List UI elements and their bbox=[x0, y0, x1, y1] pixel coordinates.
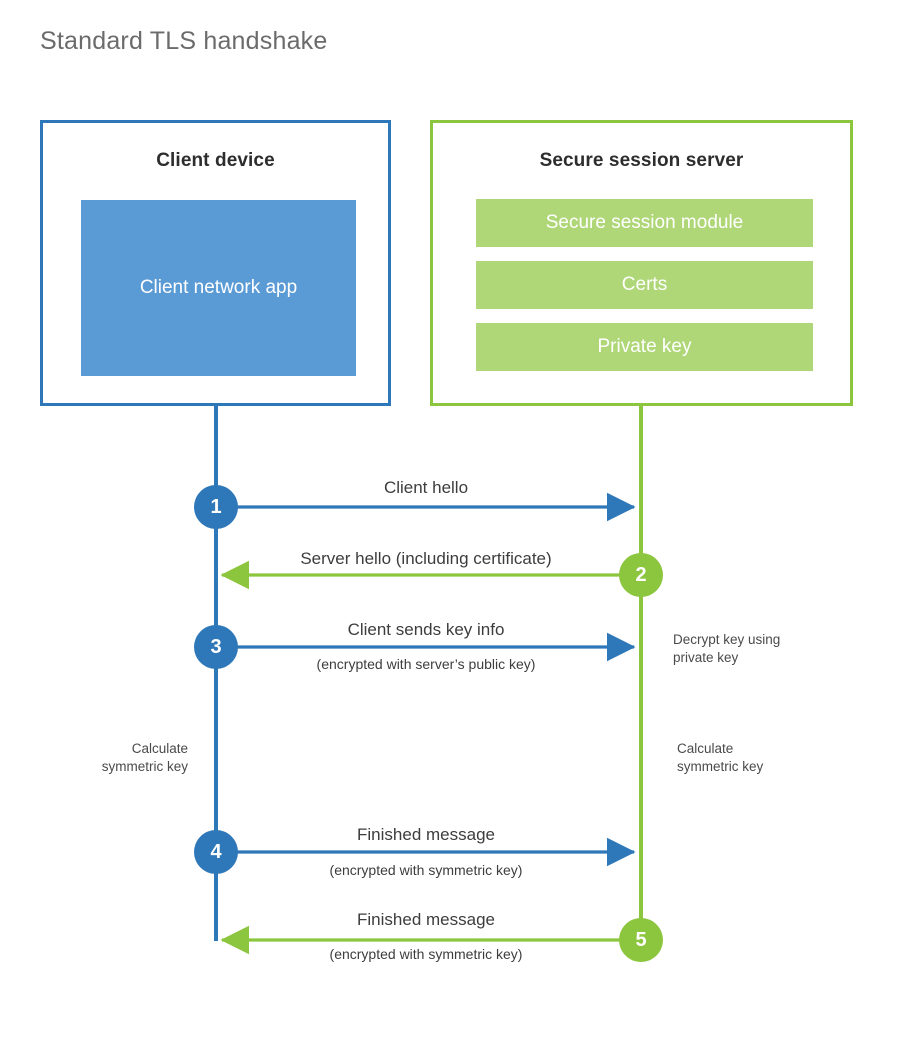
step-label-3: Client sends key info bbox=[347, 620, 505, 639]
step-label-5: Finished message bbox=[357, 910, 495, 929]
note-decrypt-key: Decrypt key using private key bbox=[673, 632, 781, 666]
note-calculate-symmetric-key-server: Calculate symmetric key bbox=[677, 741, 764, 775]
step-marker-3[interactable]: 3 bbox=[194, 625, 238, 669]
server-component-secure-session-module: Secure session module bbox=[476, 199, 813, 247]
client-device-box: Client device Client network app bbox=[40, 120, 391, 406]
client-device-title: Client device bbox=[156, 150, 275, 171]
server-lifeline bbox=[639, 404, 643, 941]
secure-session-server-box: Secure session server Secure session mod… bbox=[430, 120, 853, 406]
step-marker-1[interactable]: 1 bbox=[194, 485, 238, 529]
secure-session-server-title: Secure session server bbox=[539, 150, 744, 171]
server-component-list: Secure session module Certs Private key bbox=[476, 199, 813, 371]
step-sublabel-3: (encrypted with server’s public key) bbox=[316, 656, 536, 672]
step-sublabel-5: (encrypted with symmetric key) bbox=[329, 946, 523, 962]
step-label-2: Server hello (including certificate) bbox=[300, 549, 552, 568]
step-sublabel-4: (encrypted with symmetric key) bbox=[329, 862, 523, 878]
server-component-certs: Certs bbox=[476, 261, 813, 309]
client-network-app-block: Client network app bbox=[81, 200, 356, 376]
step-marker-4[interactable]: 4 bbox=[194, 830, 238, 874]
page-title: Standard TLS handshake bbox=[40, 27, 328, 55]
server-component-private-key: Private key bbox=[476, 323, 813, 371]
note-calculate-symmetric-key-client: Calculate symmetric key bbox=[101, 741, 188, 775]
step-marker-5[interactable]: 5 bbox=[619, 918, 663, 962]
step-label-1: Client hello bbox=[383, 478, 469, 497]
step-label-4: Finished message bbox=[357, 825, 495, 844]
step-marker-2[interactable]: 2 bbox=[619, 553, 663, 597]
client-lifeline bbox=[214, 404, 218, 941]
